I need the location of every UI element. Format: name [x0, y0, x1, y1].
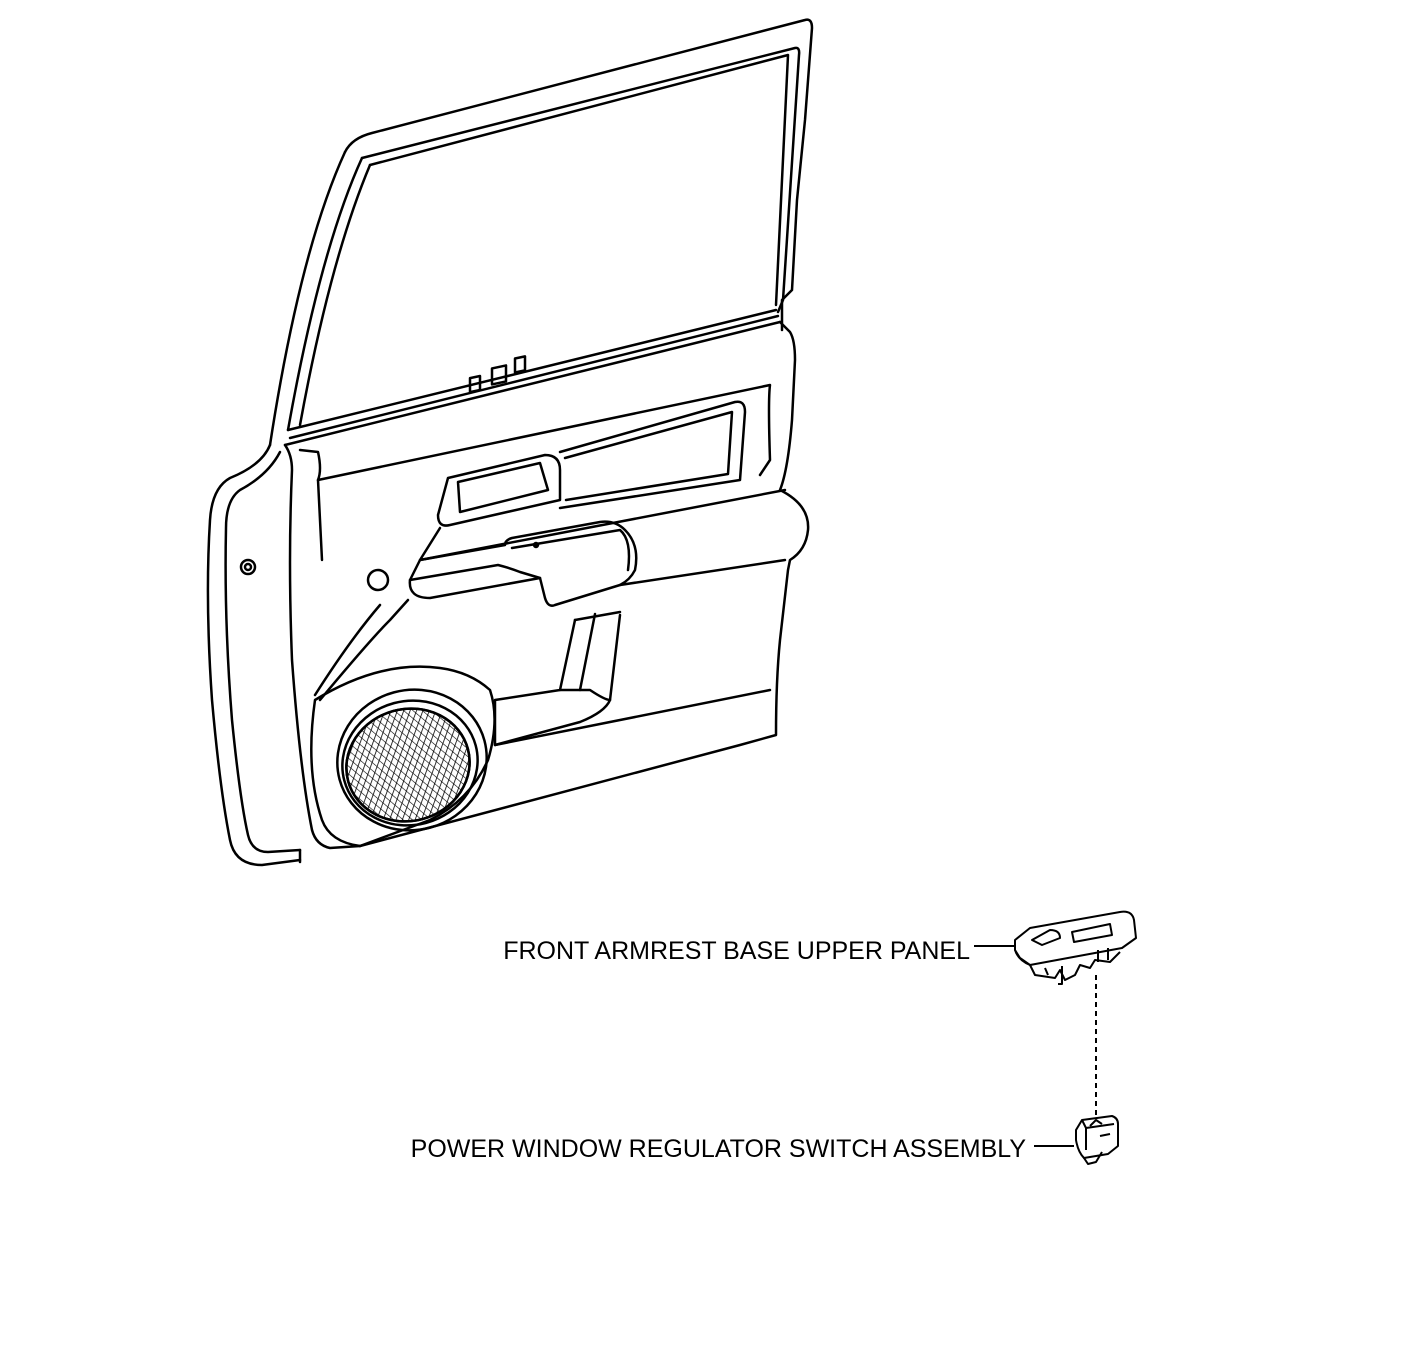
- trim-clip-left: [241, 560, 255, 574]
- door-shell: [208, 445, 300, 865]
- power-window-switch-part: [1076, 1116, 1118, 1164]
- door-panel: [208, 20, 812, 865]
- armrest-panel-label: FRONT ARMREST BASE UPPER PANEL: [503, 937, 970, 965]
- armrest-base: [410, 522, 636, 606]
- window-glass-beltline: [288, 310, 776, 430]
- window-switch-label: POWER WINDOW REGULATOR SWITCH ASSEMBLY: [410, 1135, 1026, 1163]
- inside-handle-bezel: [438, 455, 560, 526]
- window-frame-outer: [345, 20, 812, 330]
- window-frame-inner: [362, 48, 799, 312]
- armrest-panel-part: [1015, 912, 1136, 984]
- door-trim-outline: [285, 445, 360, 848]
- trim-clip-round: [368, 570, 388, 590]
- door-pocket: [495, 615, 620, 745]
